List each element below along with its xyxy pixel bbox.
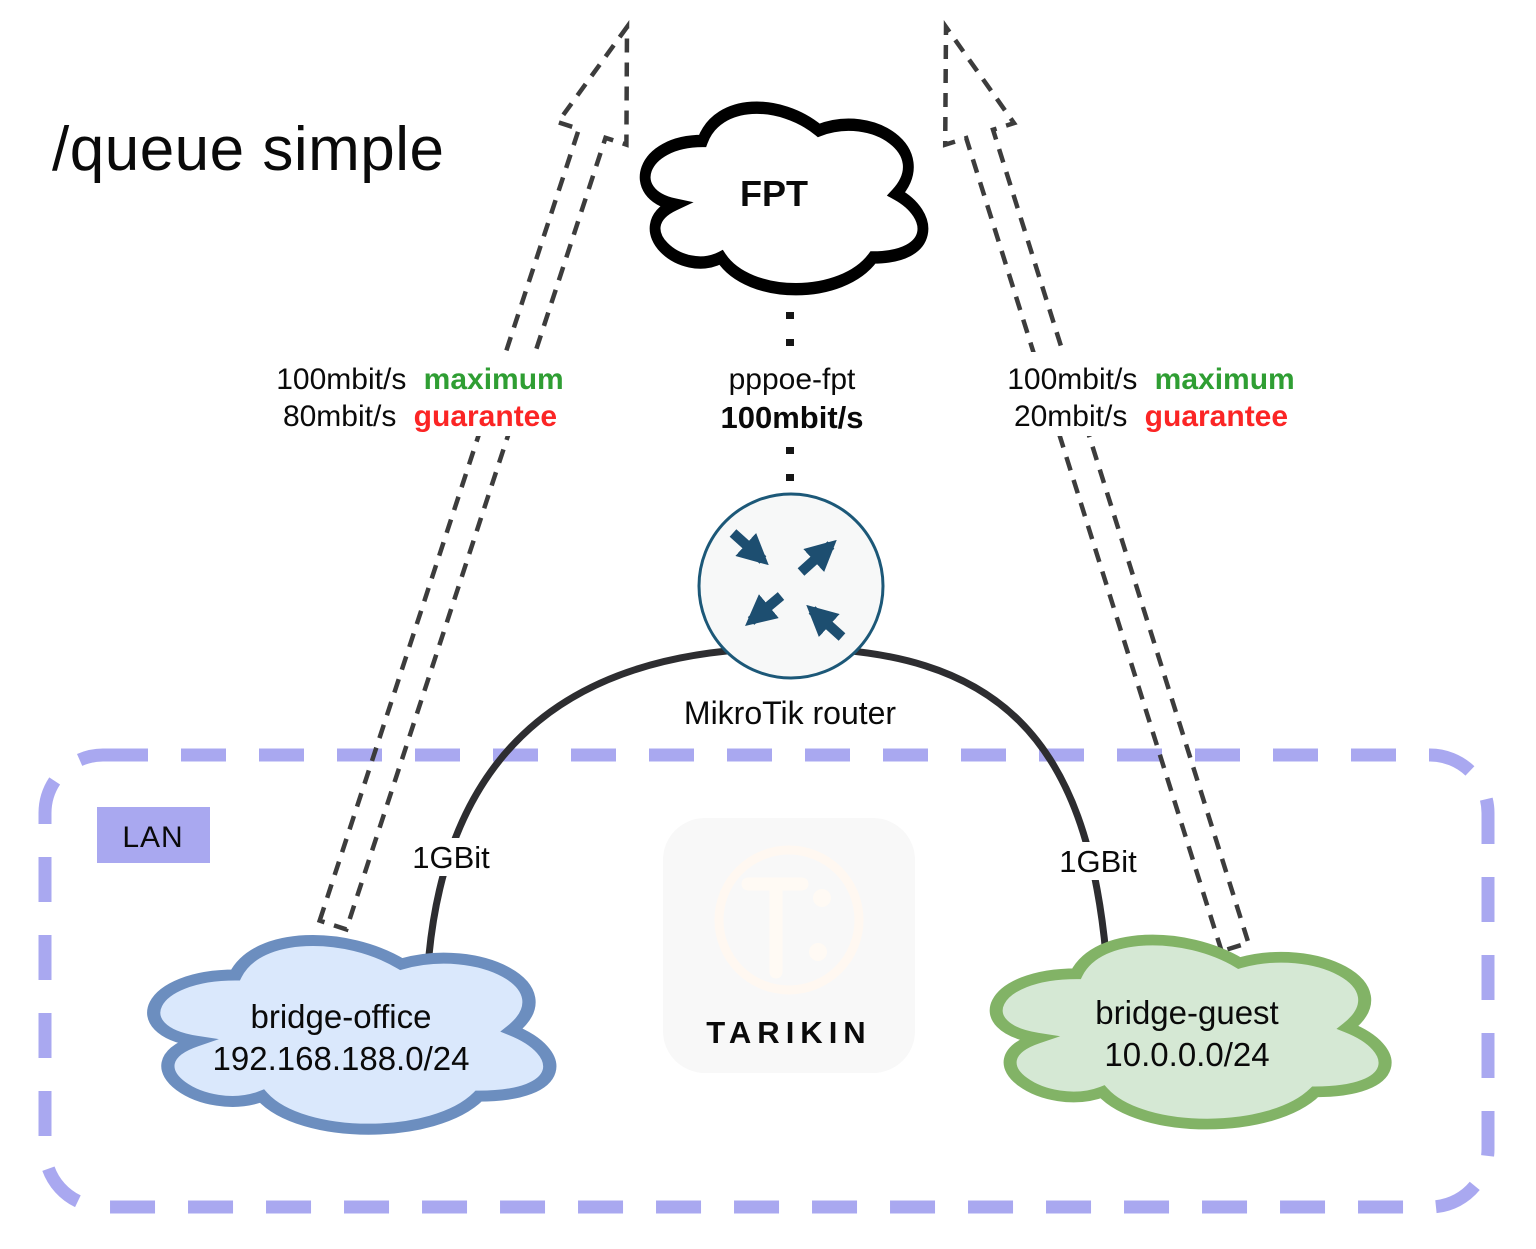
guest-link-speed: 1GBit <box>1050 842 1146 880</box>
wan-interface: pppoe-fpt <box>729 363 856 396</box>
office-link-speed: 1GBit <box>403 838 499 876</box>
wan-bandwidth: 100mbit/s <box>720 400 863 435</box>
guest-network-name: bridge-guest <box>1095 994 1278 1031</box>
internet-label: FPT <box>740 173 808 214</box>
svg-text:1GBit: 1GBit <box>1059 844 1137 879</box>
office-network-cloud: bridge-office 192.168.188.0/24 <box>154 940 550 1129</box>
svg-text:100mbit/s maximum: 100mbit/s maximum <box>276 363 563 396</box>
watermark-logo-icon <box>714 845 864 995</box>
office-network-subnet: 192.168.188.0/24 <box>213 1040 470 1077</box>
office-uplink-arrow <box>316 20 630 933</box>
guest-network-cloud: bridge-guest 10.0.0.0/24 <box>996 940 1385 1124</box>
office-queue-label: 100mbit/s maximum 80mbit/s guarantee <box>262 352 584 436</box>
guest-network-subnet: 10.0.0.0/24 <box>1104 1036 1269 1073</box>
internet-cloud: FPT <box>645 108 923 289</box>
router-icon <box>697 492 885 680</box>
watermark-text: TARIKIN <box>706 1015 871 1050</box>
guest-queue-label: 100mbit/s maximum 20mbit/s guarantee <box>992 352 1314 436</box>
watermark: TARIKIN <box>663 818 915 1073</box>
router-arrows-icon <box>729 529 846 641</box>
svg-text:20mbit/s guarantee: 20mbit/s guarantee <box>1014 400 1288 433</box>
lan-label-badge: LAN <box>97 807 210 863</box>
router-label: MikroTik router <box>684 695 897 731</box>
page-title: /queue simple <box>52 115 445 184</box>
lan-boundary <box>38 748 1495 1214</box>
guest-uplink-arrow <box>942 19 1252 955</box>
lan-label: LAN <box>122 821 183 854</box>
svg-text:80mbit/s guarantee: 80mbit/s guarantee <box>283 400 557 433</box>
wan-link-label: pppoe-fpt 100mbit/s <box>702 350 882 438</box>
office-network-name: bridge-office <box>250 998 431 1035</box>
svg-text:1GBit: 1GBit <box>412 840 490 875</box>
svg-text:100mbit/s maximum: 100mbit/s maximum <box>1007 363 1294 396</box>
